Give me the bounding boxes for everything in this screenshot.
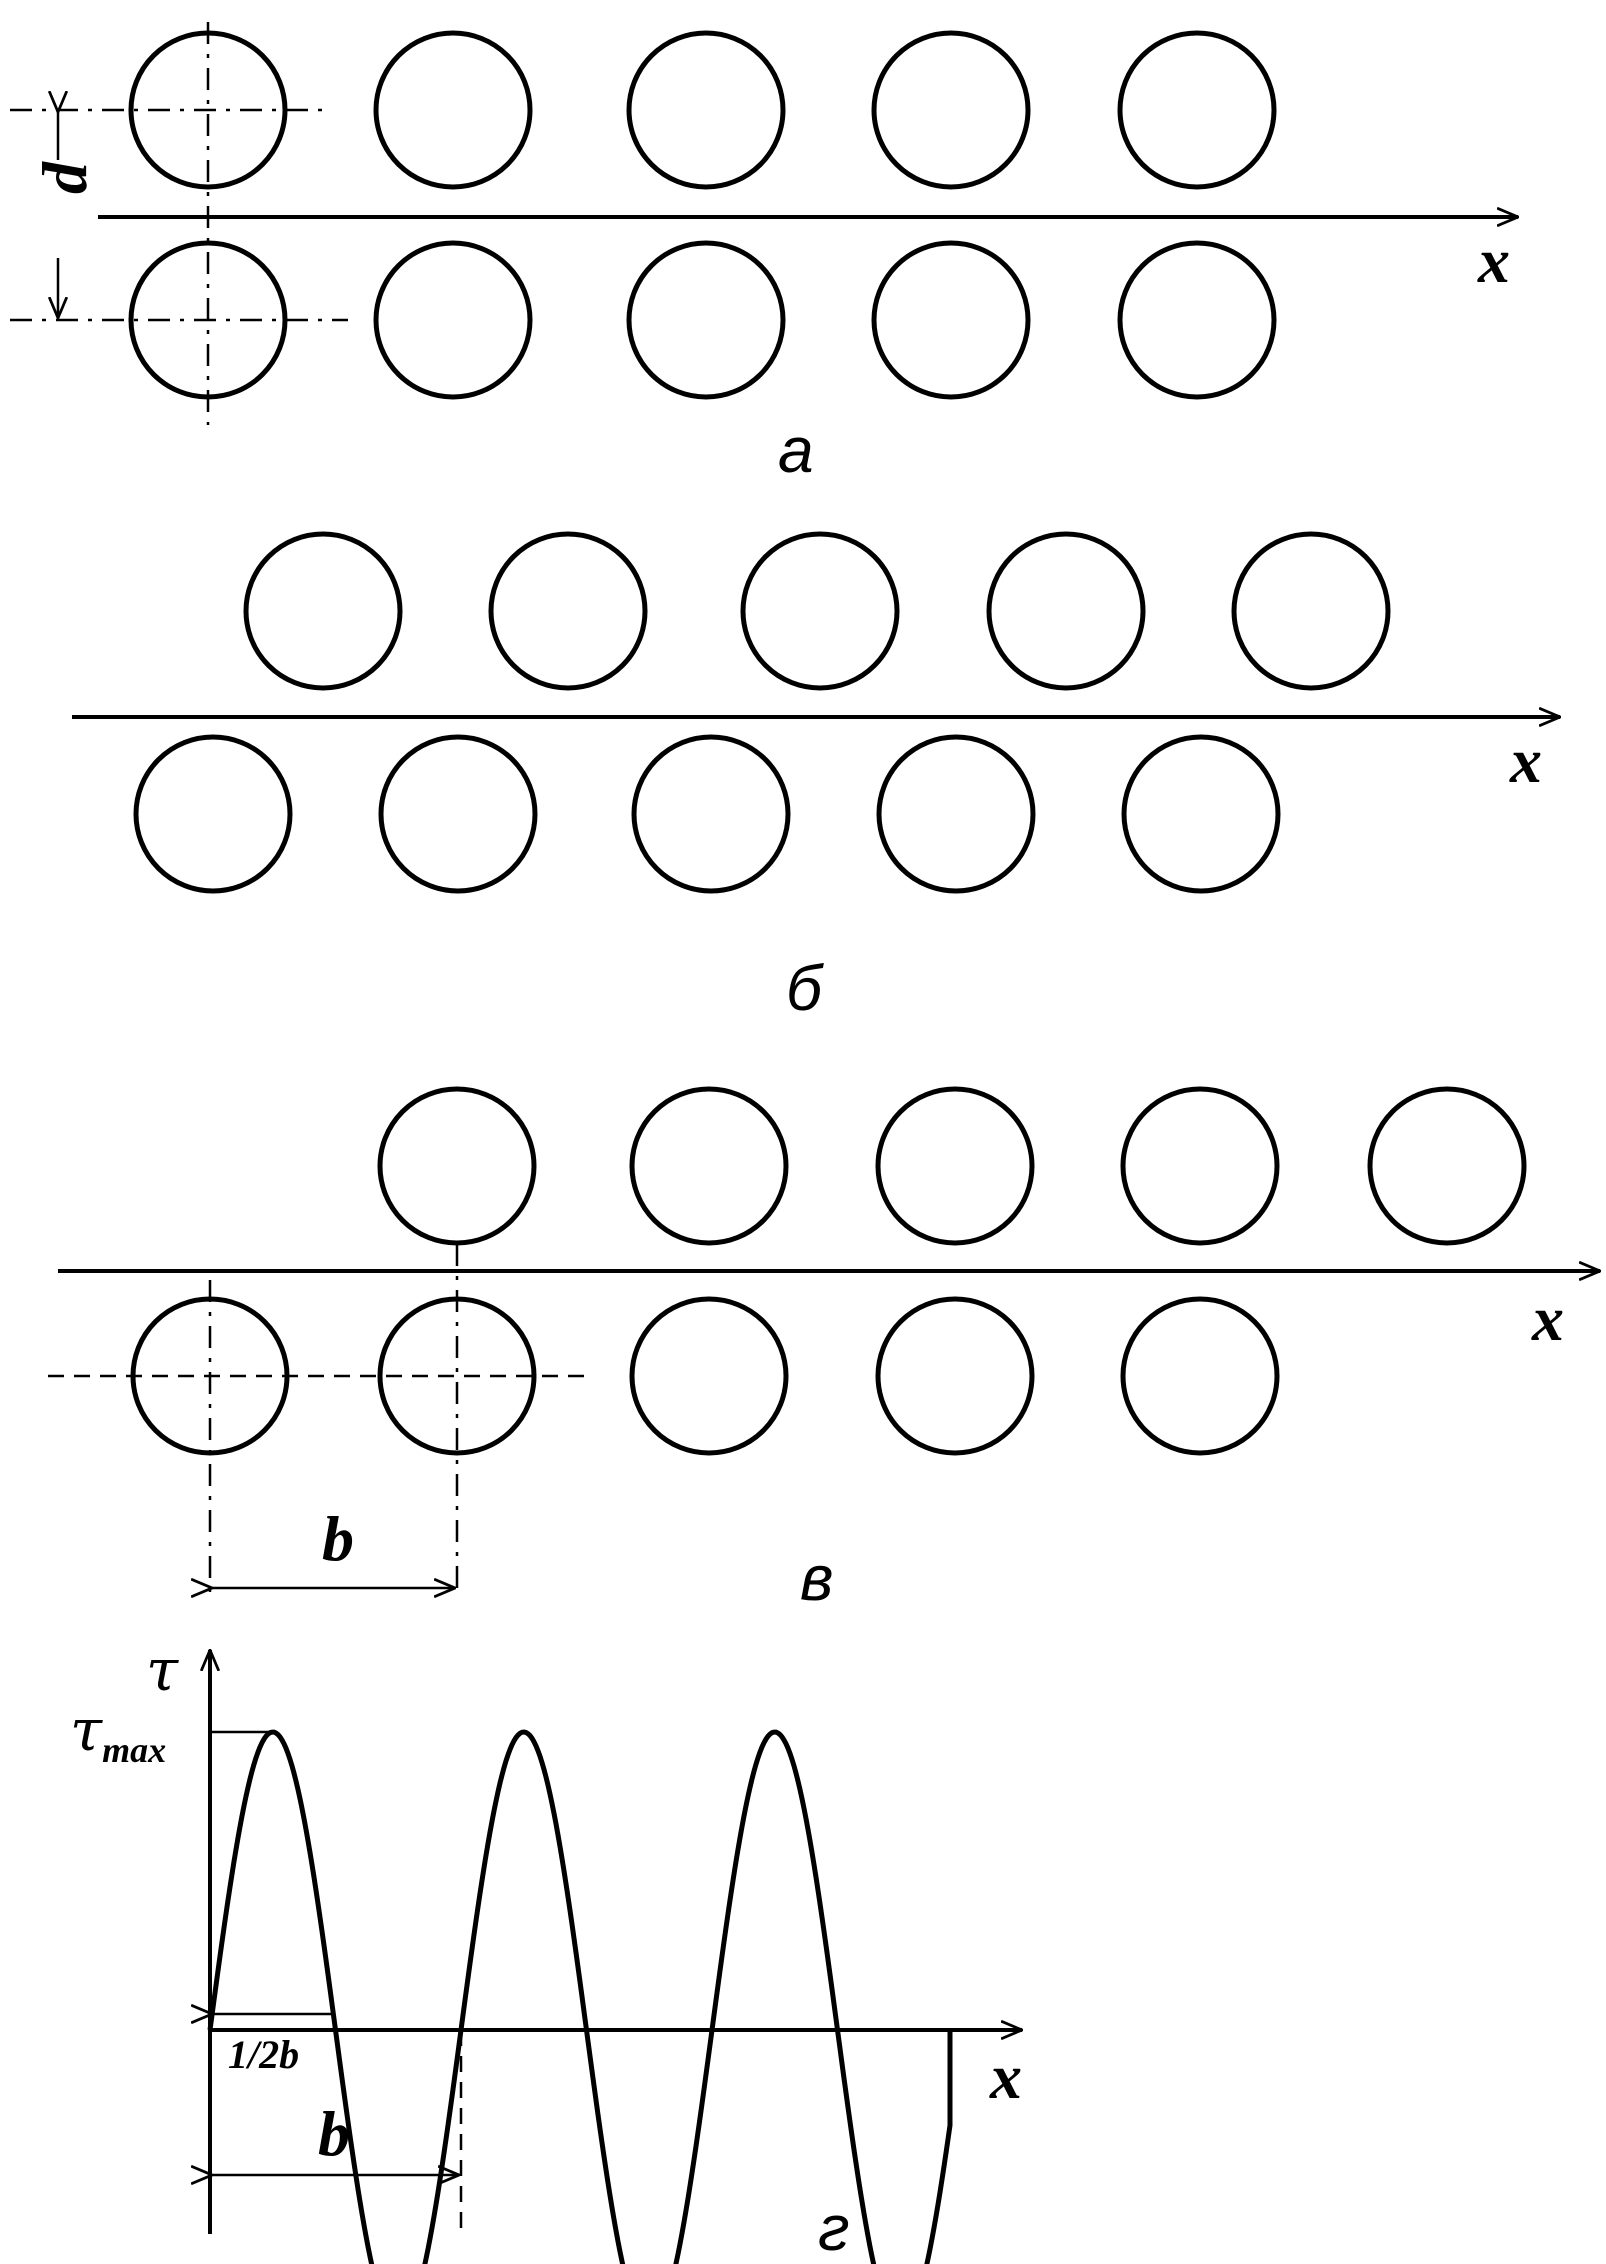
panel-v: b x в: [48, 1086, 1600, 1614]
panel-caption-g: г: [818, 2192, 850, 2264]
tau-max-symbol: τ: [70, 1696, 103, 1764]
circle: [488, 531, 648, 691]
circle: [128, 30, 288, 190]
circle: [377, 1086, 537, 1246]
circle: [876, 734, 1036, 894]
circle: [875, 1086, 1035, 1246]
circle: [1117, 240, 1277, 400]
axis-label-x: x: [1477, 225, 1510, 296]
circle: [875, 1296, 1035, 1456]
circle: [1117, 30, 1277, 190]
dimension-label-d: d: [29, 161, 100, 194]
stress-wave: [207, 1729, 953, 2264]
panel-caption-a: а: [778, 414, 814, 486]
circle: [133, 734, 293, 894]
circle: [1121, 734, 1281, 894]
tau-max-label: τmax: [70, 1696, 166, 1770]
circle: [629, 1086, 789, 1246]
circle: [740, 531, 900, 691]
circle: [986, 531, 1146, 691]
circle: [378, 734, 538, 894]
circle: [1231, 531, 1391, 691]
circle: [871, 240, 1031, 400]
circle: [631, 734, 791, 894]
axis-label-x: x: [1509, 725, 1542, 796]
circle: [626, 240, 786, 400]
circle: [373, 240, 533, 400]
dimension-label-b: b: [322, 1503, 354, 1574]
circle: [373, 30, 533, 190]
circle: [626, 30, 786, 190]
panel-a: d x а: [10, 22, 1518, 486]
circle: [128, 240, 288, 400]
panel-caption-b: б: [786, 952, 824, 1024]
circle: [1367, 1086, 1527, 1246]
tau-max-subscript: max: [102, 1730, 166, 1770]
circle: [629, 1296, 789, 1456]
circle: [871, 30, 1031, 190]
axis-label-x: x: [989, 2041, 1022, 2112]
panel-b: x б: [72, 531, 1560, 1024]
dimension-label-half: 1/2b: [228, 2032, 299, 2077]
panel-g: 1/2b b τ τmax x г: [70, 1636, 1022, 2264]
circle: [243, 531, 403, 691]
dimension-label-b: b: [318, 2098, 350, 2169]
axis-label-tau: τ: [146, 1636, 179, 1704]
circle: [1120, 1296, 1280, 1456]
circle: [1120, 1086, 1280, 1246]
axis-label-x: x: [1531, 1283, 1564, 1354]
circle: [377, 1296, 537, 1456]
panel-caption-v: в: [800, 1542, 833, 1614]
circle: [130, 1296, 290, 1456]
